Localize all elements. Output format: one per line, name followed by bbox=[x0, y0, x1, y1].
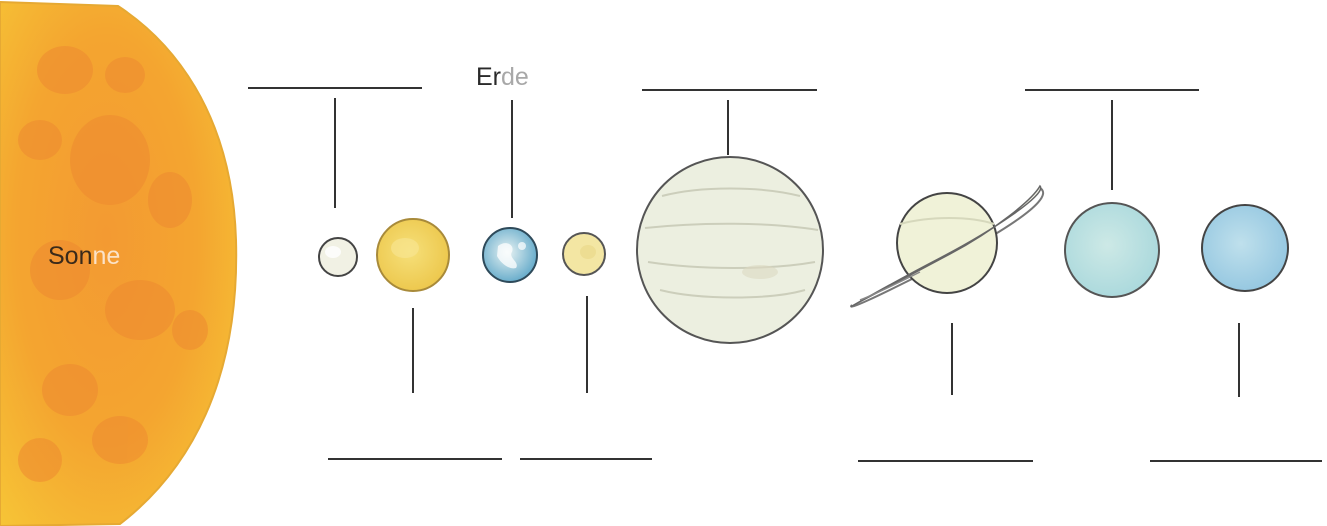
earth-label: Erde bbox=[476, 63, 529, 91]
mars bbox=[563, 233, 605, 275]
sun-label-part1: Son bbox=[48, 242, 92, 270]
mercury bbox=[319, 238, 357, 276]
sun-label-part2: ne bbox=[92, 242, 120, 270]
neptune bbox=[1202, 205, 1288, 291]
earth-label-part2: de bbox=[501, 63, 529, 91]
earth bbox=[483, 228, 537, 282]
earth-label-part1: Er bbox=[476, 63, 501, 91]
saturn bbox=[851, 186, 1043, 307]
venus bbox=[377, 219, 449, 291]
sun-label: Sonne bbox=[48, 242, 120, 270]
jupiter bbox=[637, 157, 823, 343]
uranus bbox=[1065, 203, 1159, 297]
sun: Sonne bbox=[0, 2, 236, 526]
